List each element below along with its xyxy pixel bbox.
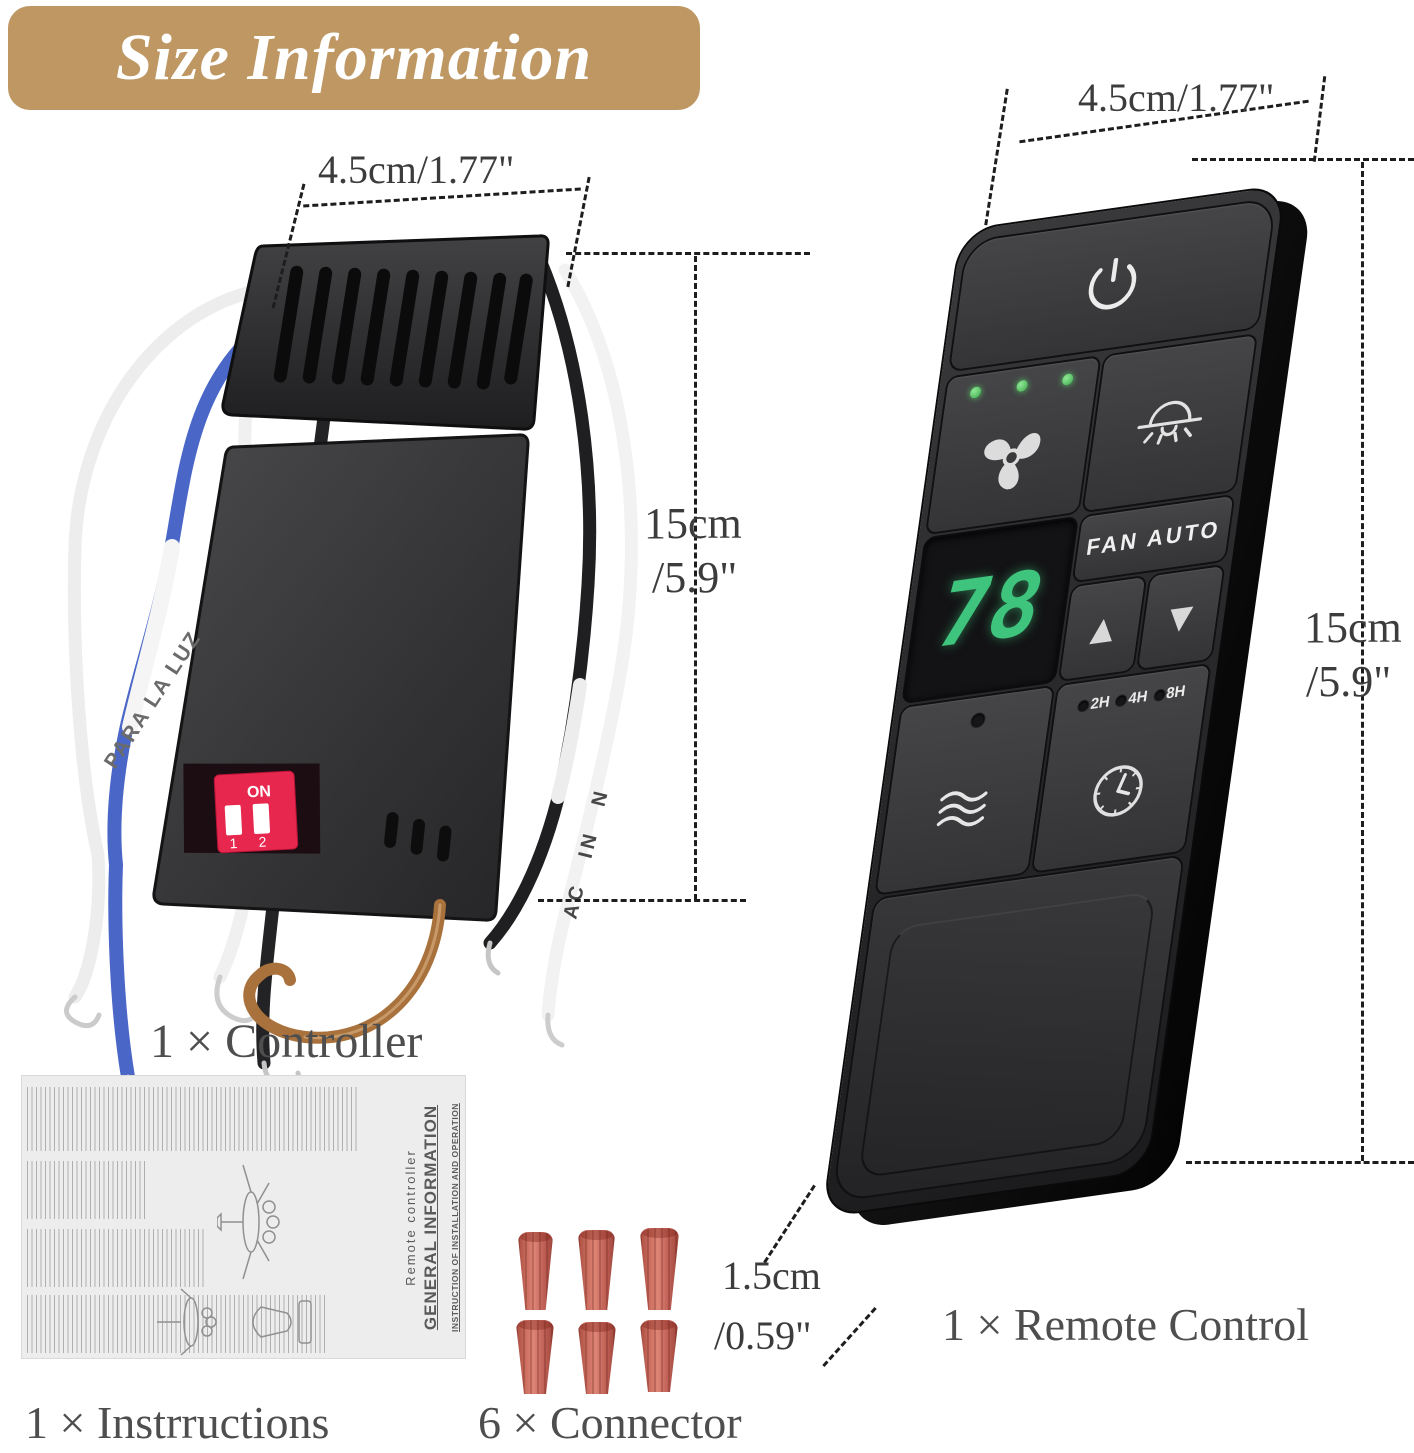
title-banner: Size Information <box>8 6 700 110</box>
light-button <box>1083 335 1256 512</box>
fake-text-column <box>27 1087 357 1151</box>
dip-1-label: 1 <box>229 835 238 851</box>
wire-connector <box>640 1320 678 1392</box>
fan-speed-button <box>927 357 1100 534</box>
fan-auto-label: FAN AUTO <box>1084 515 1223 561</box>
rem-ext-line-right <box>1312 76 1327 162</box>
clock-icon <box>1093 764 1143 817</box>
down-arrow-icon <box>1167 598 1195 637</box>
timer-2h-led <box>1078 699 1090 712</box>
timer-4h-led <box>1115 694 1128 706</box>
rem-height-label-1: 15cm <box>1304 603 1402 652</box>
instruction-sheet: Remote controller GENERAL INFORMATION IN… <box>22 1076 465 1358</box>
sheet-title-instruction: INSTRUCTION OF INSTALLATION AND OPERATIO… <box>450 1103 460 1332</box>
power-button <box>950 199 1275 371</box>
breeze-led <box>970 712 986 728</box>
rem-height-measure-line <box>1361 162 1364 1161</box>
controller-caption: 1 × Controller <box>150 1015 423 1068</box>
ctrl-width-label: 4.5cm/1.77" <box>318 147 515 192</box>
fake-text-column <box>27 1161 147 1219</box>
cap-vent-slots <box>273 265 533 390</box>
connectors-caption: 6 × Connector <box>478 1397 742 1448</box>
rem-depth-ext-line-2 <box>822 1307 877 1367</box>
led-indicator <box>969 385 982 399</box>
timer-8h-led <box>1153 688 1165 701</box>
ctrl-height-tick-bottom <box>538 899 746 902</box>
power-icon <box>1088 257 1137 310</box>
receiver-vent-slots <box>384 812 452 862</box>
fan-speed-leds <box>969 373 1074 399</box>
sheet-title-general-information: GENERAL INFORMATION <box>421 1104 440 1331</box>
fan-diagram <box>157 1288 312 1356</box>
rem-width-label: 4.5cm/1.77" <box>1078 75 1275 120</box>
instruction-sheet-content: Remote controller GENERAL INFORMATION IN… <box>22 1076 465 1358</box>
dip-switch: ON 1 2 <box>183 763 321 854</box>
rem-ext-line-left <box>984 88 1009 226</box>
up-arrow-icon <box>1089 609 1117 648</box>
rem-height-tick-top <box>1192 158 1414 161</box>
controller-photo: ON 1 2 PARA LA LUZ AC IN N <box>64 234 638 1100</box>
wire-label-sleeve <box>122 539 180 735</box>
wire-connector <box>518 1232 553 1310</box>
rem-height-tick-bottom <box>1186 1161 1414 1164</box>
timer-button: 2H 4H 8H <box>1032 665 1210 872</box>
remote-lower-body <box>833 856 1183 1201</box>
temperature-display: 78 <box>903 518 1077 702</box>
bare-wire-tip <box>64 994 102 1029</box>
led-indicator <box>1015 379 1028 393</box>
rem-depth-label-2: /0.59" <box>714 1313 812 1358</box>
rem-height-label-2: /5.9" <box>1306 657 1392 706</box>
remote-control-photo: 78 FAN AUTO 2H 4H <box>821 183 1287 1219</box>
ac-in-wire <box>541 263 638 1022</box>
controller-cap <box>221 234 550 431</box>
sheet-title-remote-controller: Remote controller <box>403 1149 418 1286</box>
wire-connector <box>578 1230 615 1310</box>
ctrl-height-measure-line <box>694 256 697 900</box>
breeze-button <box>876 686 1054 894</box>
light-icon <box>1137 400 1203 445</box>
fake-text-column <box>27 1229 207 1287</box>
instructions-caption: 1 × Instrructions <box>25 1397 330 1448</box>
page-title: Size Information <box>115 21 593 94</box>
timer-2h-label: 2H <box>1089 693 1111 714</box>
rem-depth-label-1: 1.5cm <box>722 1253 821 1298</box>
brown-wire <box>243 899 446 1044</box>
remote-caption: 1 × Remote Control <box>942 1299 1310 1350</box>
ctrl-height-label-1: 15cm <box>644 499 742 548</box>
wire-connector <box>578 1322 616 1394</box>
display-value: 78 <box>924 550 1056 670</box>
wire-connector <box>640 1228 679 1310</box>
timer-8h-label: 8H <box>1165 682 1187 703</box>
fan-diagram <box>217 1164 280 1280</box>
fan-icon <box>984 433 1041 490</box>
timer-presets: 2H 4H 8H <box>1058 680 1205 718</box>
ctrl-height-tick-top <box>566 252 810 255</box>
dip-on-label: ON <box>247 783 272 801</box>
breeze-icon <box>936 791 988 827</box>
ctrl-height-label-2: /5.9" <box>652 553 738 602</box>
wire-connector <box>516 1320 554 1394</box>
timer-4h-label: 4H <box>1127 687 1149 708</box>
led-indicator <box>1061 373 1074 386</box>
sheet-titles: Remote controller GENERAL INFORMATION IN… <box>403 1076 460 1358</box>
dip-2-label: 2 <box>258 833 267 849</box>
